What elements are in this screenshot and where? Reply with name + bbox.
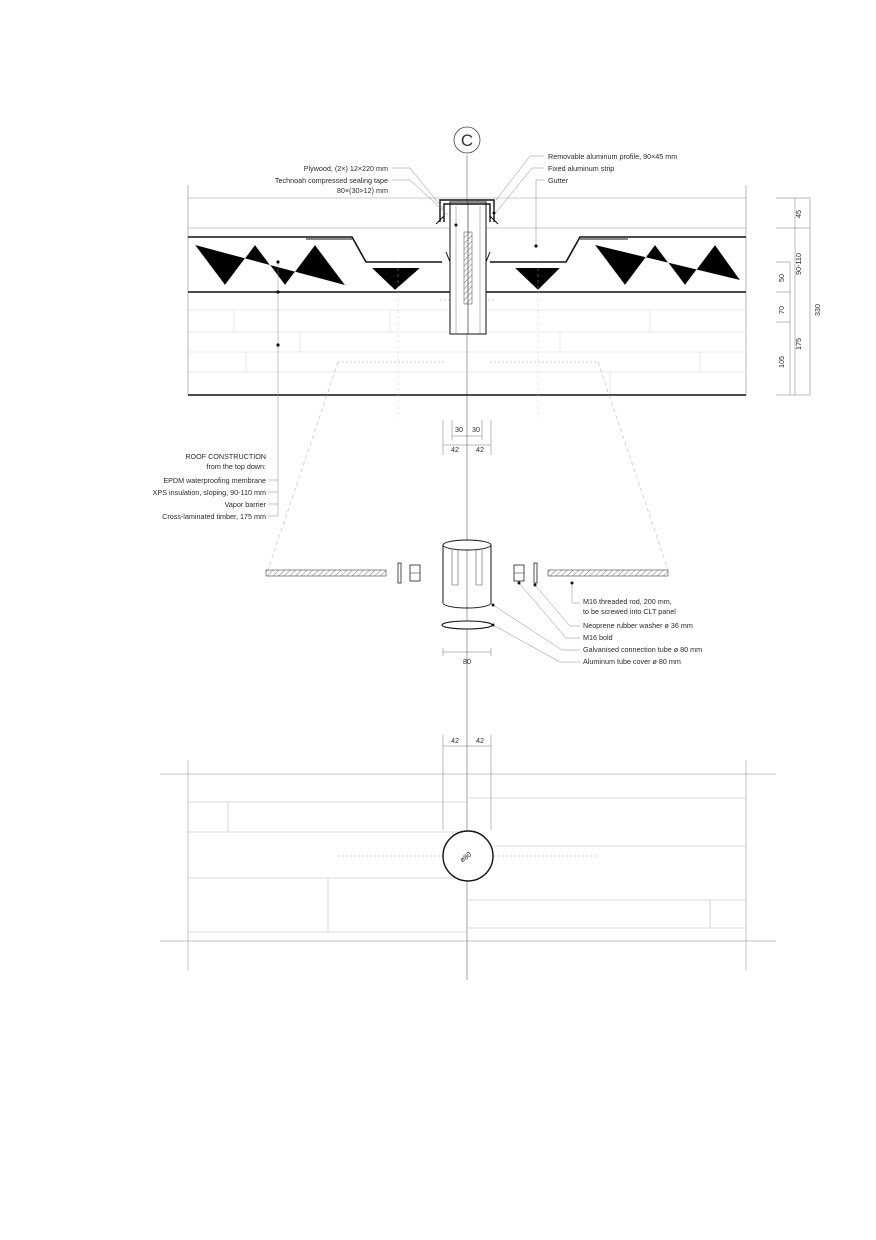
dim-90-110: 90-110: [794, 253, 803, 275]
tube-bottom: [442, 602, 492, 609]
rod-in-section: [463, 231, 473, 305]
label-washer: Neoprene rubber washer ø 36 mm: [583, 621, 693, 630]
connection-tube: [442, 545, 492, 603]
plan-dim-left: 42: [451, 736, 459, 745]
epdm-membrane: [188, 236, 746, 263]
label-removable-profile: Removable aluminum profile, 90×45 mm: [548, 152, 677, 161]
dim-30-right: 30: [472, 425, 480, 434]
exploded-connection: 80 M16 threaded rod, 200 mm, to be screw…: [265, 539, 702, 666]
tube-top: [442, 539, 492, 551]
dim-45: 45: [794, 210, 803, 218]
fixed-strip-left: [435, 215, 451, 263]
roof-construction-heading: ROOF CONSTRUCTION: [185, 452, 266, 461]
dim-330: 330: [813, 304, 822, 316]
roof-layer-clt: Cross-laminated timber, 175 mm: [162, 512, 266, 521]
label-connection-tube: Galvanised connection tube ø 80 mm: [583, 645, 702, 654]
label-plywood: Plywood, (2×) 12×220 mm: [304, 164, 388, 173]
roof-layer-xps: XPS insulation, sloping, 90-110 mm: [153, 488, 266, 497]
aluminum-tube-cover: [441, 620, 493, 630]
dim-70: 70: [777, 306, 786, 314]
label-fixed-strip: Fixed aluminum strip: [548, 164, 614, 173]
dim-chain-center: [442, 420, 492, 455]
roof-construction-sub: from the top down:: [206, 462, 266, 471]
washer-left: [397, 562, 402, 584]
dim-42-left: 42: [451, 445, 459, 454]
fixed-strip-right: [485, 215, 499, 263]
roof-layer-epdm: EPDM waterproofing membrane: [163, 476, 266, 485]
threaded-rod-right: [547, 569, 669, 577]
plan-dim-right: 42: [476, 736, 484, 745]
dim-80: 80: [463, 657, 471, 666]
plan-dims-lines: [442, 735, 492, 830]
plan-tube-circle: [442, 830, 494, 882]
dim-105: 105: [777, 356, 786, 368]
dim-175: 175: [794, 338, 803, 350]
plan-clt-boards: [188, 797, 746, 933]
roof-section: C: [153, 126, 822, 980]
threaded-rod-left: [265, 569, 387, 577]
label-threaded-rod: M16 threaded rod, 200 mm,: [583, 597, 672, 606]
section-marker-circle: [453, 126, 481, 154]
roof-construction-list: ROOF CONSTRUCTION from the top down: EPD…: [153, 430, 279, 521]
label-gutter: Gutter: [548, 176, 569, 185]
plan-grid: [160, 760, 776, 970]
leaders-exploded: [492, 582, 580, 663]
proj-right: [597, 361, 669, 571]
tube-slots: [451, 550, 483, 586]
dim-42-right: 42: [476, 445, 484, 454]
section-marker: C: [461, 131, 473, 150]
dim-tube: [442, 648, 492, 656]
label-tube-cover: Aluminum tube cover ø 80 mm: [583, 657, 681, 666]
xps-insulation: [194, 244, 741, 291]
leader-dots-exploded: [491, 581, 574, 627]
dim-chain-right: [776, 197, 811, 396]
dim-30-left: 30: [455, 425, 463, 434]
label-threaded-rod-2: to be screwed into CLT panel: [583, 607, 676, 616]
label-sealing-tape: Technoah compressed sealing tape: [275, 176, 388, 185]
leader-dots: [276, 211, 538, 347]
label-sealing-tape-size: 80×(30>12) mm: [337, 186, 388, 195]
plan-view: 42 42 ø80: [160, 735, 776, 970]
proj-left: [267, 361, 339, 571]
washer-right: [533, 562, 538, 584]
label-bolt: M16 bold: [583, 633, 613, 642]
dim-50: 50: [777, 274, 786, 282]
leaders-top: [277, 155, 544, 430]
roof-layer-vapor: Vapor barrier: [225, 500, 267, 509]
aluminum-profile: [439, 199, 495, 222]
